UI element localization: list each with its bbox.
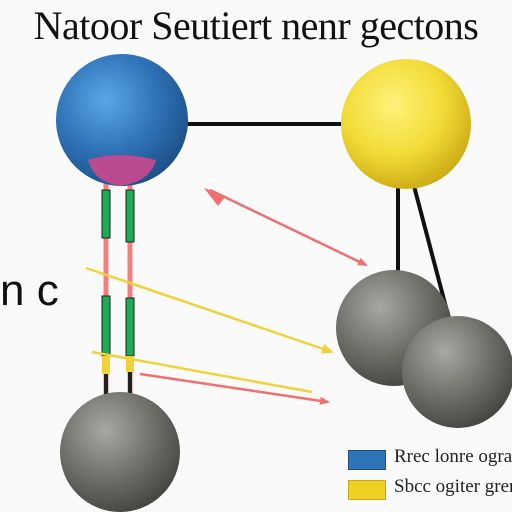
legend-label: Rrec lonre ograg [394, 446, 512, 467]
arrow-yellow-lower [91, 350, 313, 394]
arrow-red-upper-tail [204, 188, 226, 206]
atom-blue-cap [88, 155, 156, 186]
strand-left [101, 168, 111, 405]
arrow-red-upper [209, 188, 368, 267]
atom-grey-bottom [60, 392, 180, 512]
atom-grey-right [402, 316, 512, 428]
legend-swatch-blue [348, 450, 386, 470]
strand-right [125, 168, 135, 405]
side-label: n c [0, 266, 59, 315]
atom-yellow [341, 59, 471, 189]
legend-swatch-yellow [348, 480, 386, 500]
diagram-title: Natoor Seutiert nenr gectons [33, 3, 479, 48]
legend-label: Sbcc ogiter grer [394, 476, 512, 497]
arrow-yellow-upper [85, 266, 334, 354]
atom-blue [56, 54, 188, 186]
arrow-red-lower [139, 372, 330, 405]
